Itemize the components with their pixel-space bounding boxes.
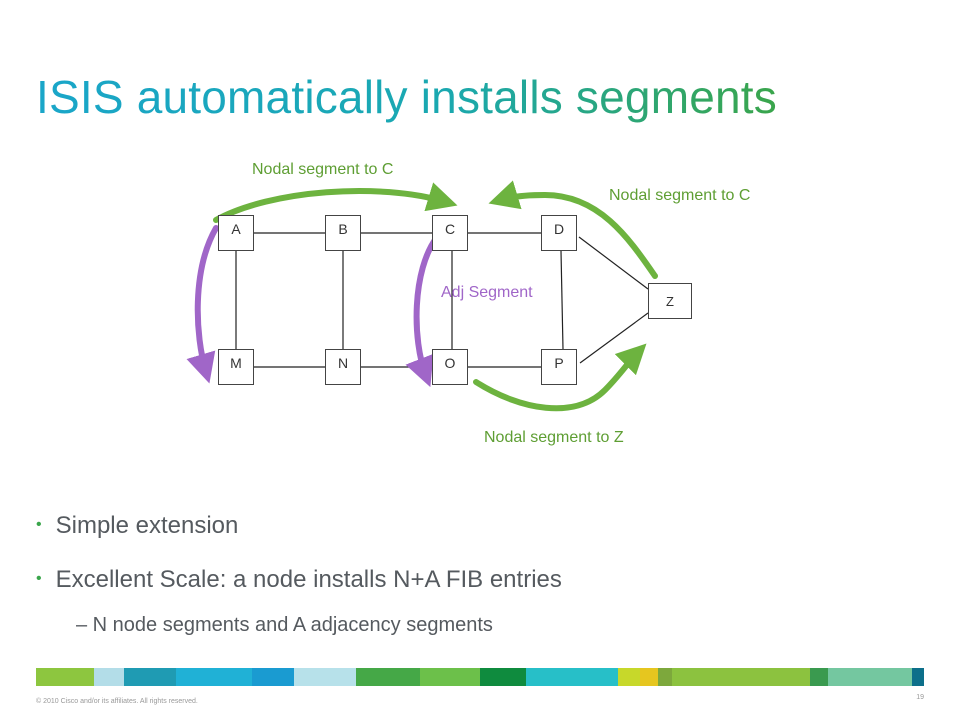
node-b: B — [325, 215, 361, 251]
node-d: D — [541, 215, 577, 251]
copyright-footer: © 2010 Cisco and/or its affiliates. All … — [36, 698, 198, 705]
brand-color-bar — [36, 668, 924, 686]
bullet-dot-icon: • — [36, 516, 42, 533]
bullet-dot-icon: • — [36, 570, 42, 587]
bullet-item: •Simple extension — [36, 512, 239, 539]
arrow-adj-mid — [405, 234, 440, 388]
label-nodal-bottom: Nodal segment to Z — [484, 429, 624, 446]
node-a: A — [218, 215, 254, 251]
label-nodal-right: Nodal segment to C — [609, 187, 751, 204]
node-m: M — [218, 349, 254, 385]
arrow-nodal-right — [488, 180, 658, 279]
link-d-p — [560, 250, 564, 350]
bullet-item: •Excellent Scale: a node installs N+A FI… — [36, 566, 562, 593]
node-o: O — [432, 349, 468, 385]
arrow-adj-left — [186, 225, 219, 384]
label-nodal-top: Nodal segment to C — [252, 161, 394, 178]
page-title: ISIS automatically installs segments — [36, 71, 777, 123]
node-c: C — [432, 215, 468, 251]
page-number: 19 — [916, 694, 924, 701]
arrow-nodal-top — [213, 182, 458, 223]
label-adj-segment: Adj Segment — [441, 284, 533, 301]
node-z: Z — [648, 283, 692, 319]
link-p-z — [579, 312, 649, 364]
node-p: P — [541, 349, 577, 385]
link-d-z — [578, 236, 649, 290]
arrow-nodal-bottom — [473, 343, 647, 412]
node-n: N — [325, 349, 361, 385]
sub-bullet-item: – N node segments and A adjacency segmen… — [76, 614, 493, 636]
